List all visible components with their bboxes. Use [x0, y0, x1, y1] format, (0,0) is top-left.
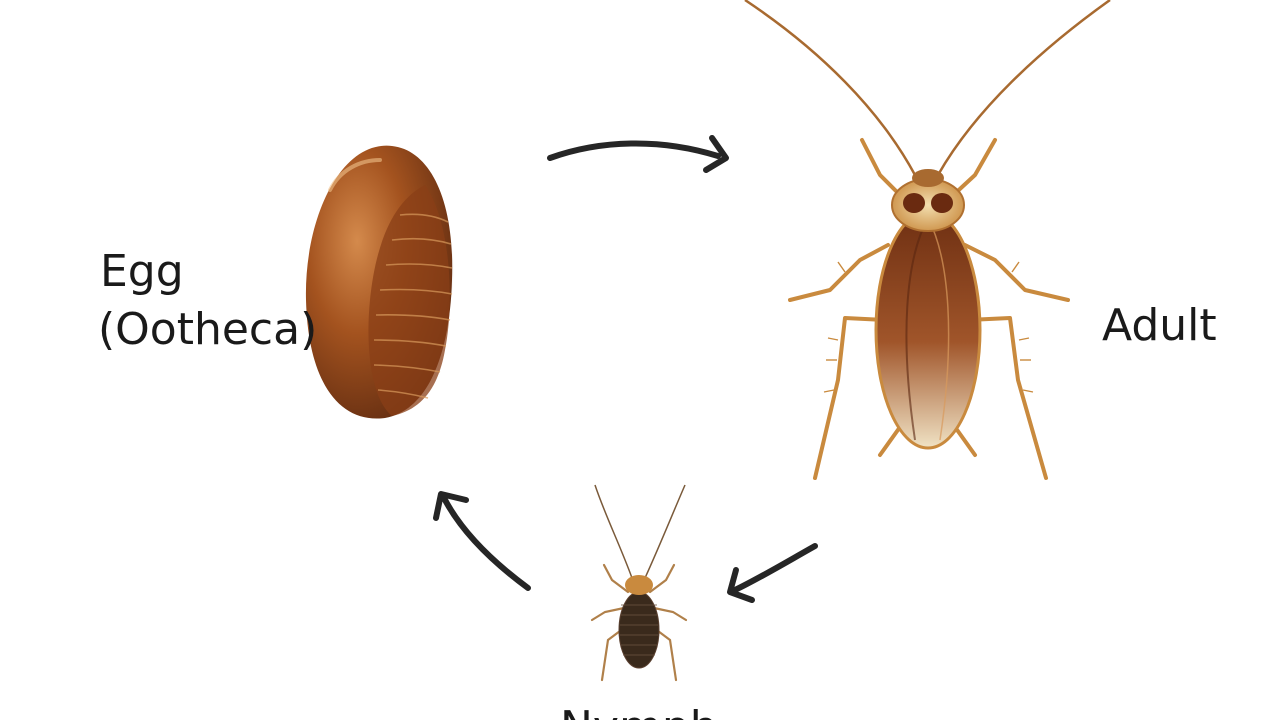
egg-stage-label: Egg	[100, 246, 184, 297]
cycle-arrow-icon	[440, 493, 531, 591]
cycle-arrow-head-icon	[703, 135, 729, 173]
adult-stage-label: Adult	[1102, 300, 1217, 351]
cycle-arrow-head-icon	[433, 491, 469, 521]
adult-cockroach-illustration	[744, 0, 1111, 480]
cycle-arrow-head-icon	[727, 567, 755, 603]
egg-stage-detail: (Ootheca)	[98, 304, 318, 355]
nymph-cockroach-illustration	[590, 484, 688, 682]
nymph-stage-label: Nymph	[560, 700, 718, 720]
cycle-arrow-icon	[547, 140, 721, 161]
cycle-arrow-icon	[732, 543, 818, 593]
egg-case-illustration	[305, 145, 454, 419]
cycle-arrows	[433, 135, 818, 603]
